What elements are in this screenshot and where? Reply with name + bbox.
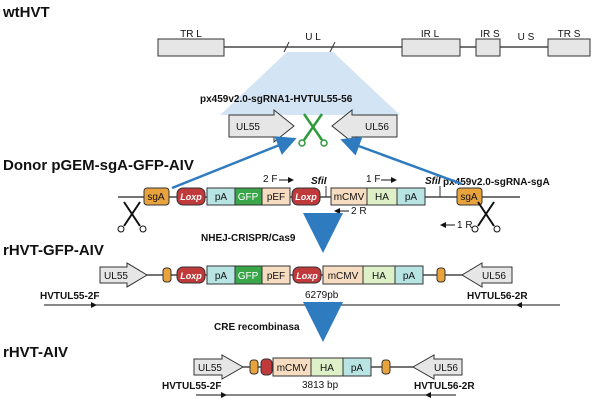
rgfp-pef [261,265,291,285]
donor-primer-1r: 1 R [457,220,473,231]
donor-sfil-left: SfiI [311,176,327,187]
raiv-sga-right [381,359,391,375]
wt-break-right [329,41,336,53]
rgfp-title: rHVT-GFP-AIV [3,242,104,259]
rgfp-loxp-left [176,266,206,284]
raiv-sga-left [249,359,259,375]
rgfp-size: 6279pb [305,290,339,301]
raiv-pa-label: pA [351,363,364,374]
rgfp-mcmv-label: mCMV [328,271,359,282]
rgfp-sga-left [162,267,172,283]
scissors-icon [471,201,501,233]
wt-break-left [283,41,290,53]
rgfp-ul55-label: UL55 [104,271,128,282]
wt-ul-label: U L [305,32,321,43]
donor-loxp-right [291,187,321,206]
ul56-label: UL56 [365,122,389,133]
donor-primer-2f: 2 F [263,174,277,185]
donor-mcmv-label: mCMV [334,192,365,203]
sgrna1-label: px459v2.0-sgRNA1-HVTUL55-56 [200,94,353,105]
step2-label: CRE recombinasa [214,322,300,333]
wt-trs-label: TR S [558,29,581,40]
donor-loxp-left-label: Loxp [180,192,202,202]
step1-label: NHEJ-CRISPR/Cas9 [201,233,296,244]
donor-sga-right-label: sgA [460,192,478,203]
donor-sga-left [143,187,170,206]
donor-pef-label: pEF [267,192,285,203]
rgfp-ul55-arrow [99,262,148,288]
rgfp-ul56-label: UL56 [482,271,506,282]
wt-irs-label: IR S [480,29,500,40]
donor-gfp-label: GFP [238,192,259,203]
raiv-size: 3813 bp [302,380,339,391]
raiv-left-primer: HVTUL55-2F [162,381,221,392]
rgfp-gfp-label: GFP [238,271,259,282]
donor-to-target-arrow [171,136,297,190]
rgfp-ul56-arrow [461,262,513,288]
rgfp-right-primer: HVTUL56-2R [467,291,528,302]
wt-irl-label: IR L [421,29,440,40]
wt-irs-box [475,38,501,57]
raiv-pa [342,357,372,377]
rgfp-sga-right [436,267,446,283]
raiv-loxp [260,358,273,376]
scissors-icon [298,113,328,147]
rgfp-ha-label: HA [372,271,386,282]
donor-sfil-right: SfiI [425,176,441,187]
raiv-mcmv-label: mCMV [277,363,308,374]
wt-trl-label: TR L [180,29,202,40]
rgfp-loxp-right-label: Loxp [296,271,318,281]
raiv-ul55-arrow [193,354,245,380]
wt-us-label: U S [518,32,535,43]
rgfp-pa-right-label: pA [403,271,416,282]
donor-ha-label: HA [375,192,389,203]
raiv-ha-label: HA [320,363,334,374]
wt-trl-box [157,38,225,57]
raiv-right-primer: HVTUL56-2R [414,381,475,392]
rgfp-left-primer: HVTUL55-2F [40,291,99,302]
raiv-ul56-arrow [411,354,463,380]
rgfp-pa-right [394,265,424,285]
raiv-ul55-label: UL55 [198,363,222,374]
rgfp-loxp-right [292,266,322,284]
sgrna-to-target-arrow [340,136,463,186]
donor-pa-right-label: pA [405,192,418,203]
rgfp-pa-left-label: pA [215,271,228,282]
donor-sgrna-label: px459v2.0-sgRNA-sgA [443,177,550,188]
raiv-ul56-label: UL56 [434,363,458,374]
zoom-cone [220,52,400,115]
donor-primer-1f: 1 F [366,174,380,185]
donor-pef [261,187,291,206]
wt-trs-box [547,38,591,57]
donor-pa-left-label: pA [215,192,228,203]
wt-irl-box [401,38,461,57]
ul55-label: UL55 [236,122,260,133]
raiv-title: rHVT-AIV [3,344,68,361]
donor-sga-right [456,187,483,206]
donor-primer-2r: 2 R [351,206,367,217]
ul56-arrow [331,108,398,144]
donor-loxp-right-label: Loxp [295,192,317,202]
donor-title: Donor pGEM-sgA-GFP-AIV [3,157,194,174]
rgfp-pef-label: pEF [267,271,285,282]
rgfp-loxp-left-label: Loxp [180,271,202,281]
scissors-icon [117,201,147,233]
ul55-arrow [228,108,295,144]
donor-loxp-left [176,187,206,206]
donor-sga-left-label: sgA [147,192,165,203]
donor-pa-right [396,187,426,206]
wt-title: wtHVT [2,4,50,21]
